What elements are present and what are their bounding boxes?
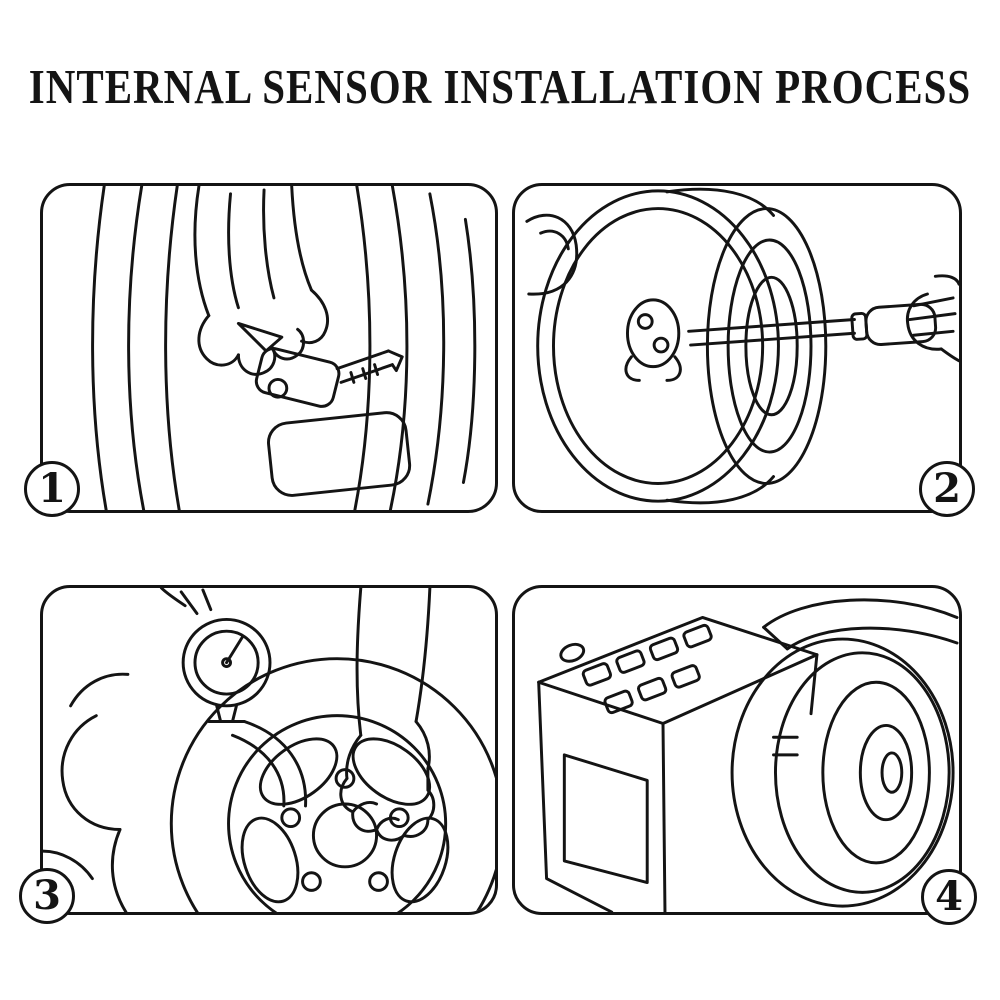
step-panel-4 — [512, 585, 962, 915]
control-buttons — [559, 623, 713, 715]
page-title: INTERNAL SENSOR INSTALLATION PROCESS — [28, 59, 972, 114]
tightening-tool — [687, 302, 938, 347]
tire-sidewall-lines — [91, 186, 477, 510]
step-panel-1 — [40, 183, 498, 513]
tpms-sensor-on-rim — [624, 298, 682, 382]
thumb-holding-rim — [525, 213, 579, 296]
tpms-sensor — [236, 321, 404, 408]
step-4-number-badge: 4 — [921, 869, 977, 925]
step-3-tire-changer-illustration — [43, 588, 495, 912]
step-2-fasten-sensor-to-rim-illustration — [525, 187, 959, 505]
hand-gripping-tool — [905, 274, 959, 363]
step-1-number-badge: 1 — [24, 461, 80, 517]
wheel-with-spokes — [169, 657, 495, 912]
air-gauge — [159, 588, 272, 723]
hand-holding-sensor — [193, 186, 330, 376]
step-4-wheel-balancer-illustration — [537, 598, 959, 912]
step-1-sensor-into-tire-illustration — [91, 186, 477, 510]
mounting-patch — [267, 411, 412, 497]
mounted-wheel — [730, 637, 955, 908]
air-hose — [231, 720, 308, 808]
step-3-number-badge: 3 — [19, 868, 75, 924]
step-panel-2 — [512, 183, 962, 513]
step-panel-3 — [40, 585, 498, 915]
step-2-number-badge: 2 — [919, 461, 975, 517]
wheel-rim — [536, 187, 828, 505]
tire-machine-arm — [43, 672, 130, 912]
arm-pressing-tire — [339, 588, 436, 842]
